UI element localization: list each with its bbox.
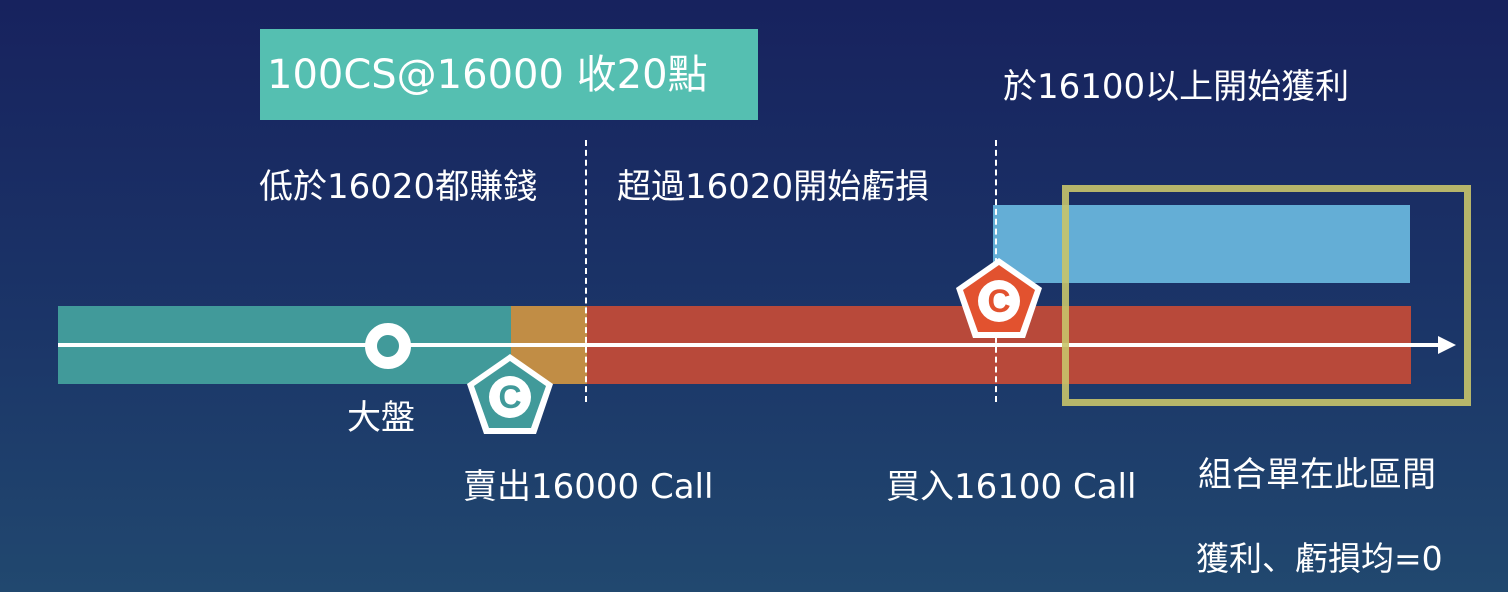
breakeven-dashed-line bbox=[585, 140, 587, 402]
sell-call-label: 賣出16000 Call bbox=[463, 467, 714, 507]
axis-arrow-icon bbox=[1438, 336, 1456, 354]
index-marker-icon bbox=[365, 323, 411, 369]
buy-call-pentagon-icon: C bbox=[952, 254, 1046, 342]
combo-label: 組合單在此區間 bbox=[1198, 455, 1436, 495]
title-box: 100CS@16000 收20點 bbox=[260, 29, 758, 120]
combo-sub-label: 獲利、虧損均=0 bbox=[1196, 539, 1443, 578]
sell-call-pentagon-icon: C bbox=[463, 350, 557, 438]
region-left-label: 低於16020都賺錢 bbox=[259, 167, 538, 207]
price-axis bbox=[58, 343, 1444, 347]
title-text: 100CS@16000 收20點 bbox=[267, 51, 708, 98]
sell-call-icon-letter: C bbox=[498, 379, 521, 415]
index-label: 大盤 bbox=[347, 398, 415, 438]
region-right-label: 超過16020開始虧損 bbox=[617, 167, 930, 207]
buy-call-icon-letter: C bbox=[987, 283, 1010, 319]
combo-highlight-box bbox=[1062, 185, 1471, 406]
buy-call-label: 買入16100 Call bbox=[886, 467, 1137, 507]
profit-start-text: 於16100以上開始獲利 bbox=[1003, 67, 1350, 107]
